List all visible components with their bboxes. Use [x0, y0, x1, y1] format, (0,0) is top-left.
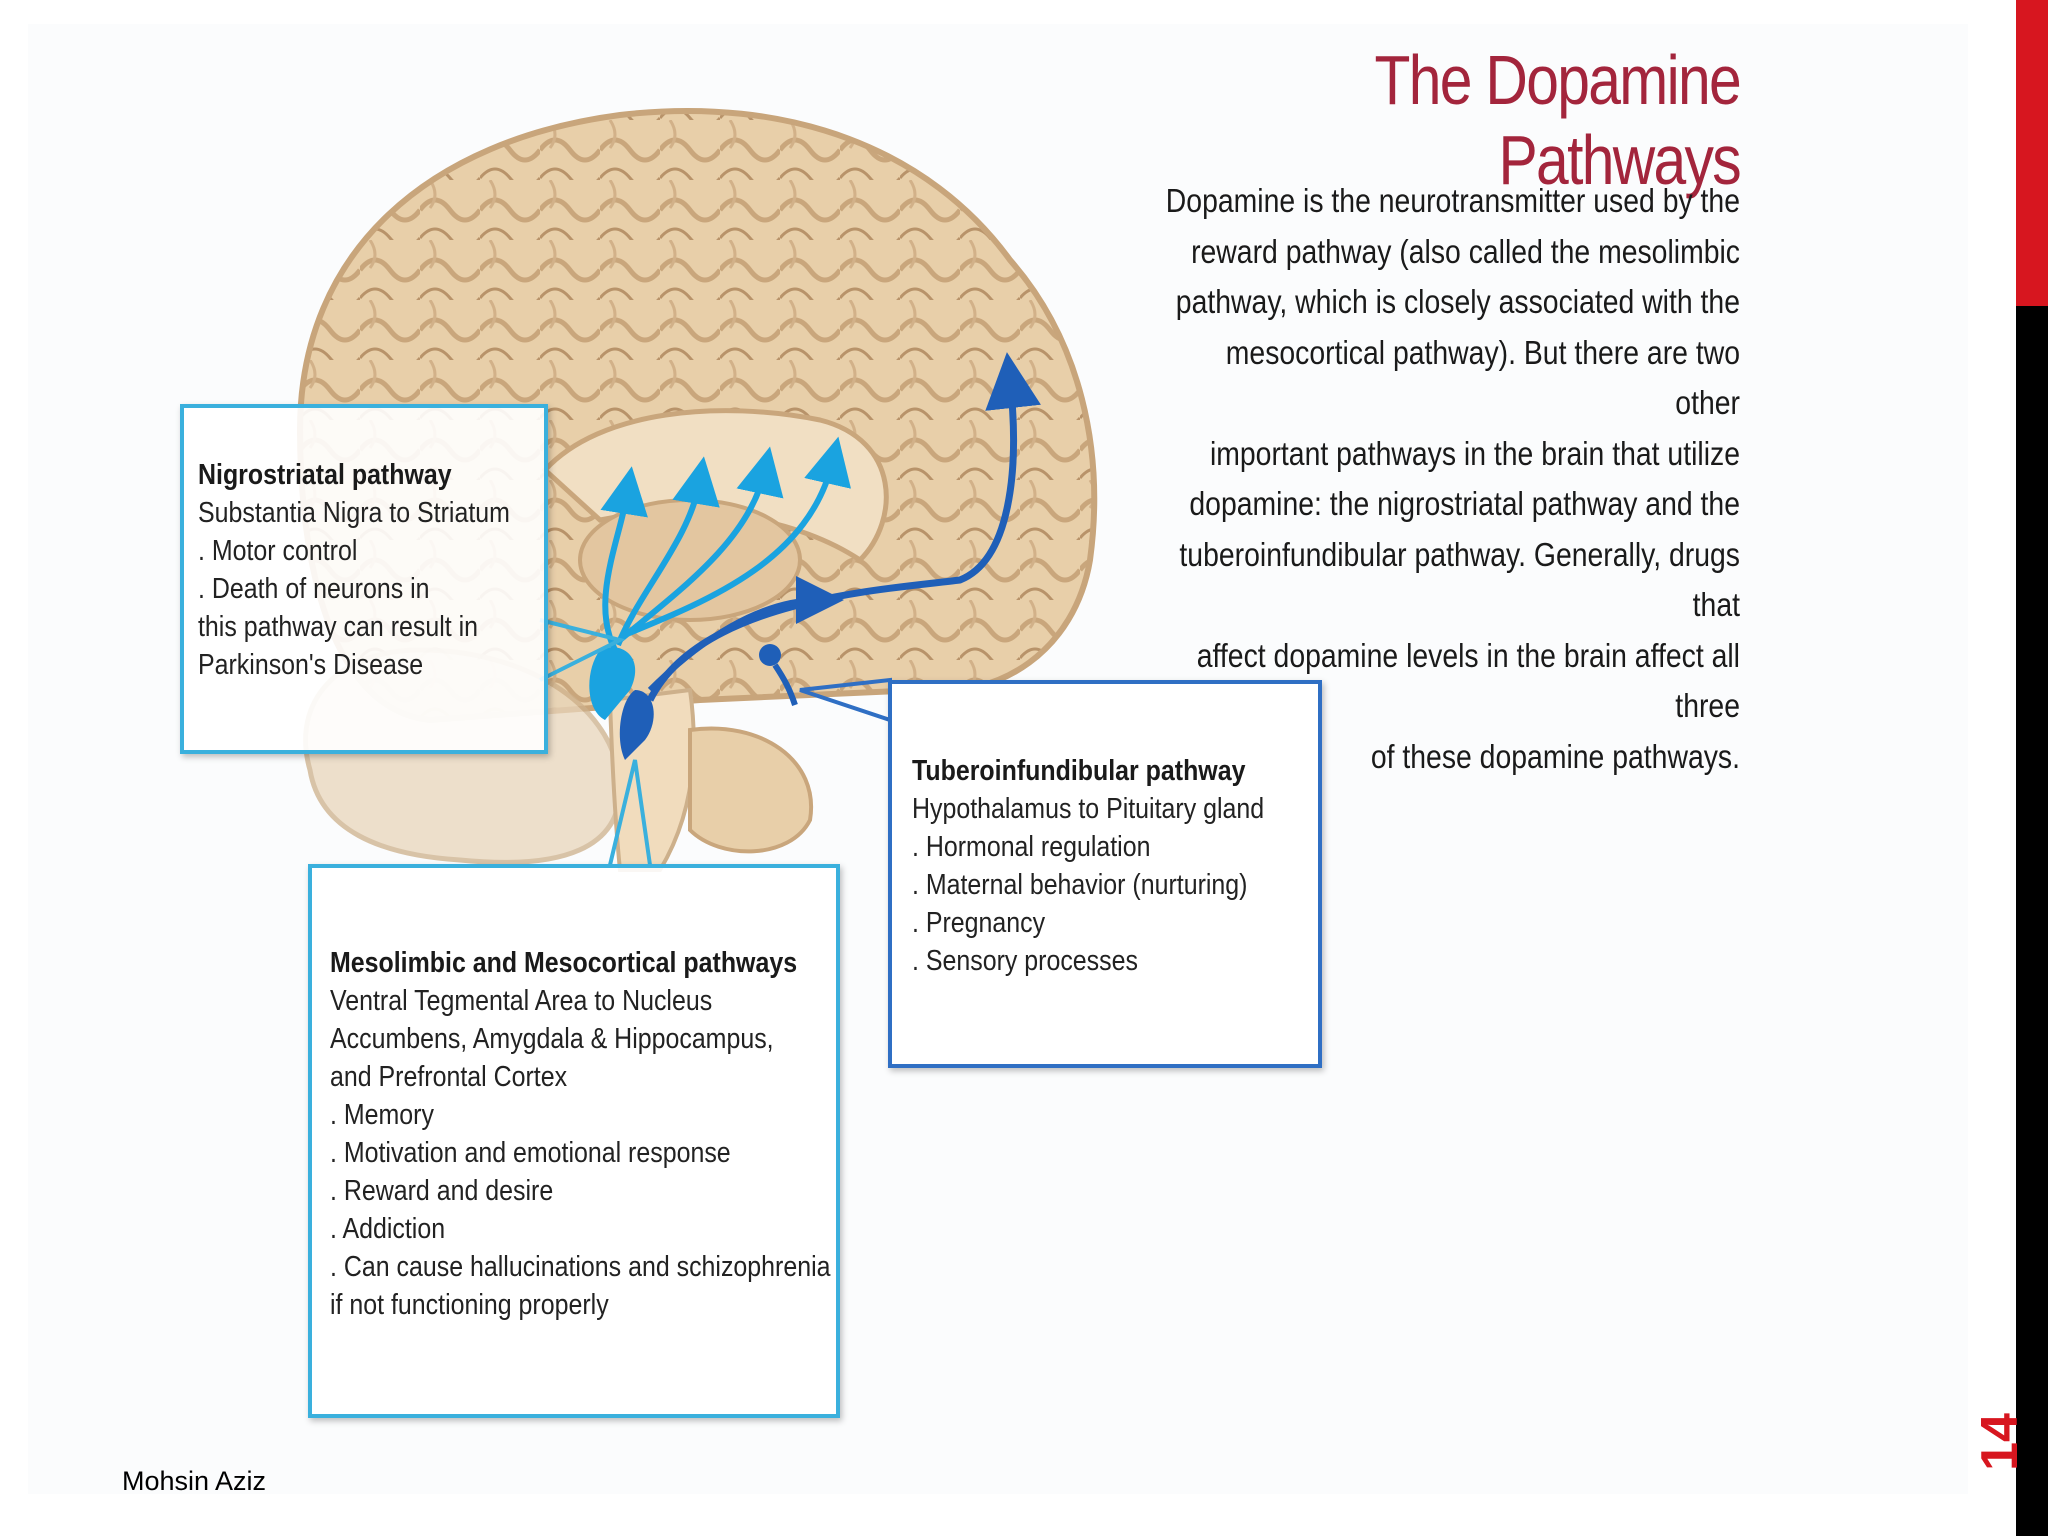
callout-line: . Memory: [330, 1099, 434, 1131]
author-credit: Mohsin Aziz: [122, 1466, 267, 1496]
page-number: 14: [1971, 1413, 2029, 1471]
callout-tuberoinfundibular-text: Tuberoinfundibular pathway Hypothalamus …: [912, 752, 1264, 980]
ventral-tegmental-mark: [619, 690, 654, 760]
callout-line: if not functioning properly: [330, 1289, 609, 1321]
callout-line: . Death of neurons in: [198, 573, 430, 605]
callout-line: . Maternal behavior (nurturing): [912, 869, 1248, 901]
accent-bar-red: [2016, 0, 2048, 306]
pons: [688, 726, 814, 854]
callout-pointer-meso: [608, 759, 652, 866]
intro-line: reward pathway (also called the mesolimb…: [1191, 232, 1740, 270]
intro-line: pathway, which is closely associated wit…: [1175, 283, 1740, 320]
pathway-fiber-1: [600, 466, 648, 652]
callout-mesolimbic-text: Mesolimbic and Mesocortical pathways Ven…: [330, 944, 831, 1324]
pathway-fiber-3: [618, 446, 784, 643]
intro-line: mesocortical pathway). But there are two…: [1225, 333, 1740, 422]
callout-line: Parkinson's Disease: [198, 649, 424, 681]
intro-line: dopamine: the nigrostriatal pathway and …: [1189, 485, 1740, 522]
callout-heading: Tuberoinfundibular pathway: [912, 755, 1246, 787]
intro-line: important pathways in the brain that uti…: [1209, 434, 1740, 472]
callout-pointer-nigro: [539, 618, 626, 682]
callout-tuberoinfundibular: Tuberoinfundibular pathway Hypothalamus …: [888, 680, 1322, 1068]
pathway-fiber-2: [615, 456, 720, 647]
hypothalamus-mark: [759, 644, 781, 666]
intro-line: affect dopamine levels in the brain affe…: [1196, 636, 1740, 725]
callout-line: . Can cause hallucinations and schizophr…: [330, 1251, 831, 1283]
tuberoinfundibular-fiber: [772, 663, 798, 706]
callout-line: Substantia Nigra to Striatum: [198, 497, 510, 529]
callout-line: and Prefrontal Cortex: [330, 1061, 568, 1093]
callout-line: . Sensory processes: [912, 945, 1138, 977]
callout-line: this pathway can result in: [198, 611, 479, 643]
callout-nigrostriatal-text: Nigrostriatal pathway Substantia Nigra t…: [198, 456, 510, 684]
slide-title: The Dopamine Pathways: [1374, 41, 1741, 199]
callout-line: Hypothalamus to Pituitary gland: [912, 793, 1265, 825]
callout-nigrostriatal: Nigrostriatal pathway Substantia Nigra t…: [180, 404, 548, 754]
intro-line: of these dopamine pathways.: [1370, 737, 1740, 775]
callout-line: Ventral Tegmental Area to Nucleus: [330, 985, 713, 1017]
mesolimbic-fiber: [647, 576, 844, 693]
callout-line: . Pregnancy: [912, 907, 1046, 939]
intro-line: tuberoinfundibular pathway. Generally, d…: [1179, 535, 1740, 624]
pathway-fiber-4: [620, 436, 851, 639]
intro-paragraph: Dopamine is the neurotransmitter used by…: [1155, 176, 1740, 782]
intro-line: Dopamine is the neurotransmitter used by…: [1165, 182, 1740, 219]
callout-line: Accumbens, Amygdala & Hippocampus,: [330, 1023, 774, 1055]
callout-heading: Nigrostriatal pathway: [198, 459, 452, 491]
substantia-nigra-mark: [589, 647, 636, 720]
callout-line: . Addiction: [330, 1213, 446, 1245]
callout-line: . Motivation and emotional response: [330, 1137, 731, 1169]
callout-heading: Mesolimbic and Mesocortical pathways: [330, 947, 798, 979]
callout-mesolimbic: Mesolimbic and Mesocortical pathways Ven…: [308, 864, 840, 1418]
callout-line: . Reward and desire: [330, 1175, 554, 1207]
callout-line: . Hormonal regulation: [912, 831, 1151, 863]
callout-line: . Motor control: [198, 535, 358, 567]
accent-bar-black: [2016, 306, 2048, 1536]
